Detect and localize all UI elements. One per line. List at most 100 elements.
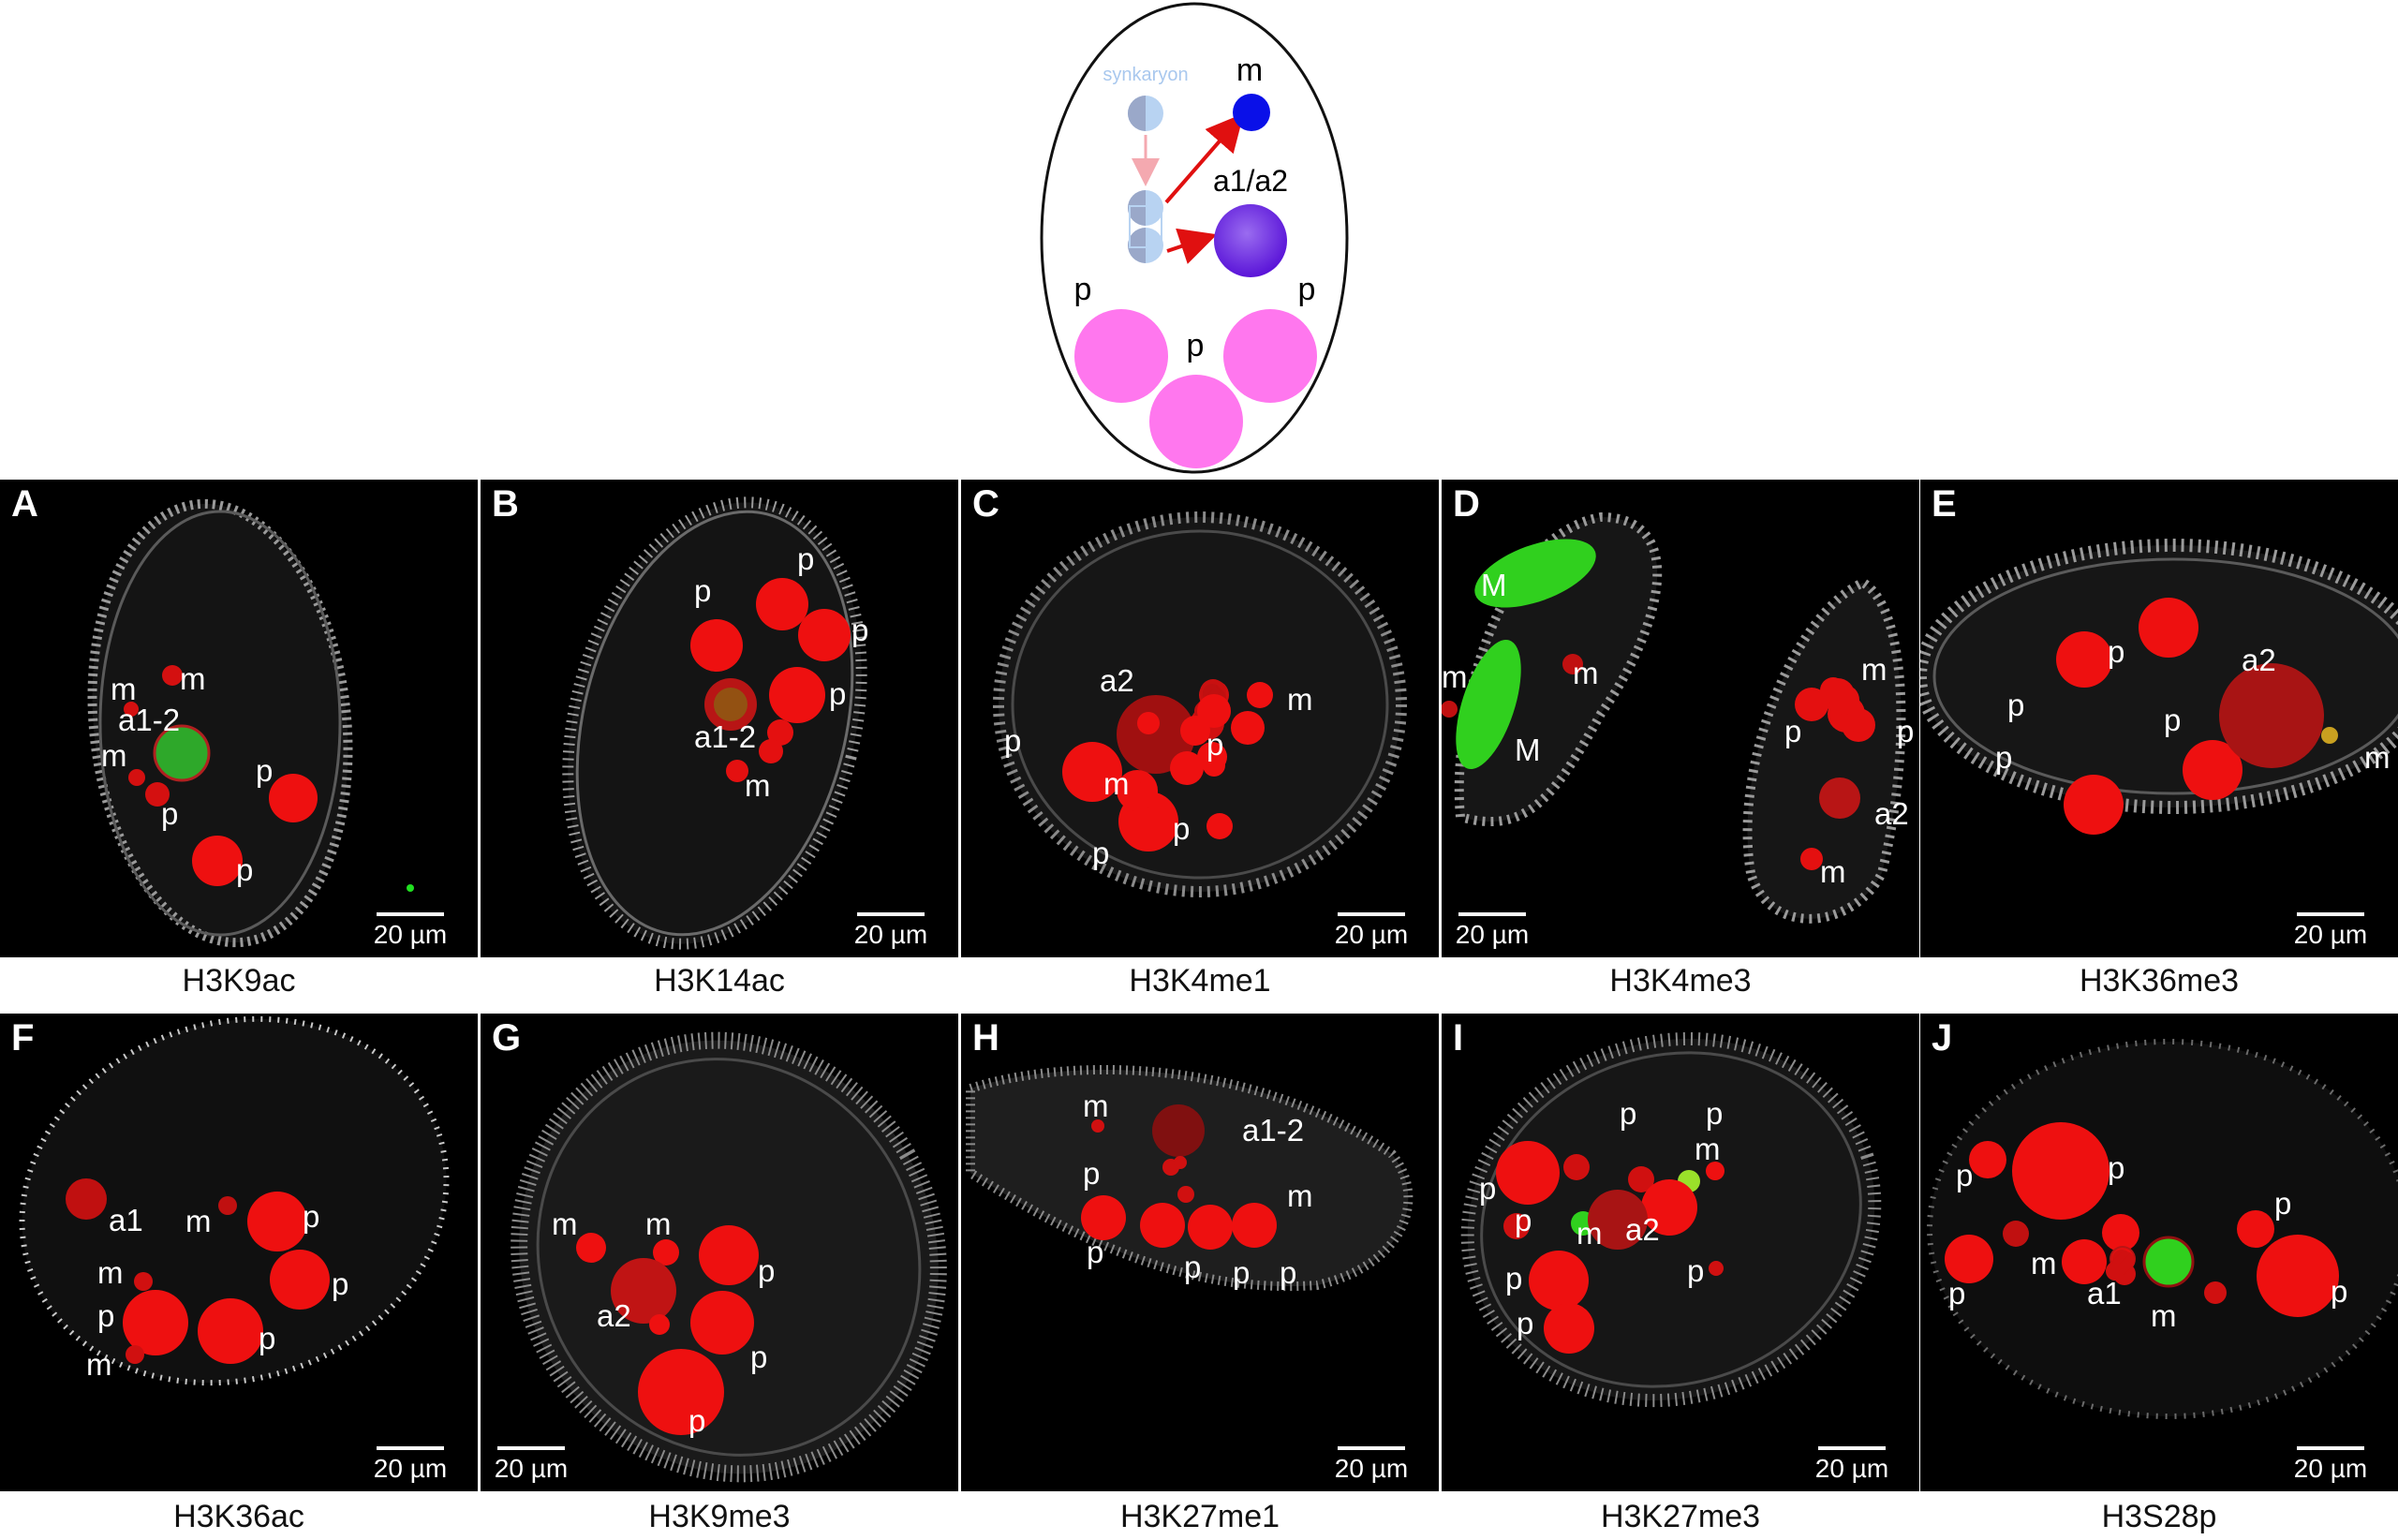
arrow-to-a [1166, 228, 1218, 264]
panel-e: E a2 p p p p m 20 µm [1920, 480, 2398, 957]
nucleus-label: p [1784, 714, 1802, 748]
nucleus-label: p [303, 1199, 320, 1234]
nucleus-label: m [745, 768, 771, 803]
nucleus-label: a1-2 [118, 703, 181, 737]
nucleus-label: m [111, 672, 137, 706]
nucleus-label: m [1576, 1216, 1603, 1251]
schematic-diagram: synkaryon m a1/a2 p p p [1040, 2, 1349, 474]
scale-bar: 20 µm [2287, 1446, 2374, 1482]
arrow-to-m [1164, 112, 1244, 204]
micrograph [1460, 1031, 1882, 1408]
nucleus-label: m [180, 661, 206, 696]
panel-caption: H3K4me1 [1129, 963, 1271, 999]
nucleus-label: m [552, 1207, 578, 1241]
panel-j: J p p p m p a1 m p 20 µm [1920, 1014, 2398, 1491]
m-label: m [1236, 52, 1263, 88]
nucleus-label: m [1083, 1088, 1109, 1123]
micronucleus-m [1233, 94, 1270, 131]
panel-b: B p p p p a1-2 m 20 µm [481, 480, 958, 957]
nucleus-label: M [1481, 568, 1507, 602]
nucleus-label: M [1515, 733, 1541, 767]
nucleus-label: p [332, 1266, 349, 1301]
synkaryon-label: synkaryon [1103, 65, 1188, 85]
nucleus-label: p [259, 1321, 276, 1355]
nucleus-label: m [1695, 1132, 1721, 1166]
panel-caption: H3K27me1 [1119, 1499, 1280, 1534]
panel-letter: J [1932, 1017, 1953, 1059]
nucleus-label: p [1092, 836, 1110, 870]
nucleus-label: m [2031, 1246, 2057, 1281]
panel-h: H m a1-2 p m p p p p 20 µm [961, 1014, 1439, 1491]
micrograph [87, 498, 414, 948]
nucleus-label: p [694, 573, 712, 608]
nucleus-label: a1-2 [694, 719, 757, 754]
nucleus-label: m [645, 1207, 672, 1241]
nucleus-label: p [1004, 723, 1022, 758]
nucleus-label: m [1442, 659, 1468, 694]
nucleus-label: m [1573, 656, 1599, 690]
nucleus-label: a2 [1874, 796, 1909, 831]
p-label-right: p [1298, 272, 1316, 307]
nucleus-label: p [1515, 1203, 1532, 1237]
parental-macronucleus-bottom [1149, 375, 1243, 468]
nucleus-label: p [1087, 1235, 1104, 1269]
scale-bar: 20 µm [1809, 1446, 1895, 1482]
nucleus-label: p [688, 1403, 706, 1438]
nucleus-label: p [1687, 1253, 1705, 1288]
nucleus-label: p [1897, 714, 1915, 748]
scale-bar: 20 µm [1328, 912, 1414, 948]
nucleus-label: m [185, 1204, 212, 1238]
a-label: a1/a2 [1213, 164, 1288, 198]
nucleus-label: p [2274, 1186, 2292, 1221]
panel-letter: B [492, 483, 519, 525]
micrograph [511, 1031, 947, 1483]
panel-letter: E [1932, 483, 1957, 525]
nucleus-label: p [851, 613, 869, 647]
scale-bar: 20 µm [488, 1446, 574, 1482]
micrograph [966, 1064, 1414, 1292]
nucleus-label: p [1517, 1306, 1534, 1340]
panel-i: I p p m p p m a2 p p p 20 µm [1442, 1014, 1919, 1491]
nucleus-label: p [758, 1253, 776, 1288]
nucleus-label: p [2007, 688, 2025, 722]
nucleus-label: a2 [1625, 1212, 1660, 1247]
nucleus-label: a1 [109, 1203, 143, 1237]
panel-letter: D [1453, 483, 1480, 525]
nucleus-label: p [1479, 1171, 1497, 1206]
nucleus-label: p [1505, 1261, 1523, 1296]
nucleus-label: a2 [597, 1298, 631, 1333]
nucleus-label: m [1287, 682, 1313, 717]
panel-letter: G [492, 1017, 522, 1059]
nucleus-label: p [2108, 634, 2125, 669]
nucleus-label: p [1184, 1250, 1202, 1284]
nucleus-label: m [101, 738, 127, 773]
nucleus-label: p [1206, 727, 1224, 762]
nucleus-label: a2 [2242, 643, 2276, 677]
nucleus-label: p [236, 852, 254, 887]
nucleus-label: a2 [1100, 663, 1134, 698]
micrograph [1442, 511, 1906, 924]
panel-caption: H3K36ac [173, 1499, 304, 1534]
panel-a: A m m a1-2 m p p p 20 µm [0, 480, 478, 957]
panel-letter: I [1453, 1017, 1464, 1059]
micrograph [19, 1015, 450, 1386]
panel-caption: H3K27me3 [1600, 1499, 1761, 1534]
panel-f: F a1 m p m p p p m 20 µm [0, 1014, 478, 1491]
nucleus-label: p [2331, 1274, 2348, 1309]
nucleus-label: p [1280, 1255, 1297, 1290]
scale-bar: 20 µm [848, 912, 934, 948]
parental-macronucleus-right [1223, 309, 1317, 403]
micrograph [1927, 1039, 2398, 1419]
dividing-nucleus [1128, 190, 1163, 263]
nucleus-label: p [1233, 1255, 1251, 1290]
nucleus-label: m [1287, 1178, 1313, 1213]
nucleus-label: m [86, 1347, 112, 1382]
scale-bar: 20 µm [1328, 1446, 1414, 1482]
p-label-center: p [1187, 328, 1205, 363]
panel-letter: F [11, 1017, 35, 1059]
scale-bar: 20 µm [367, 1446, 453, 1482]
panel-letter: C [972, 483, 999, 525]
nucleus-label: a1 [2087, 1276, 2122, 1310]
nucleus-label: p [161, 796, 179, 831]
nucleus-label: m [1820, 854, 1846, 889]
